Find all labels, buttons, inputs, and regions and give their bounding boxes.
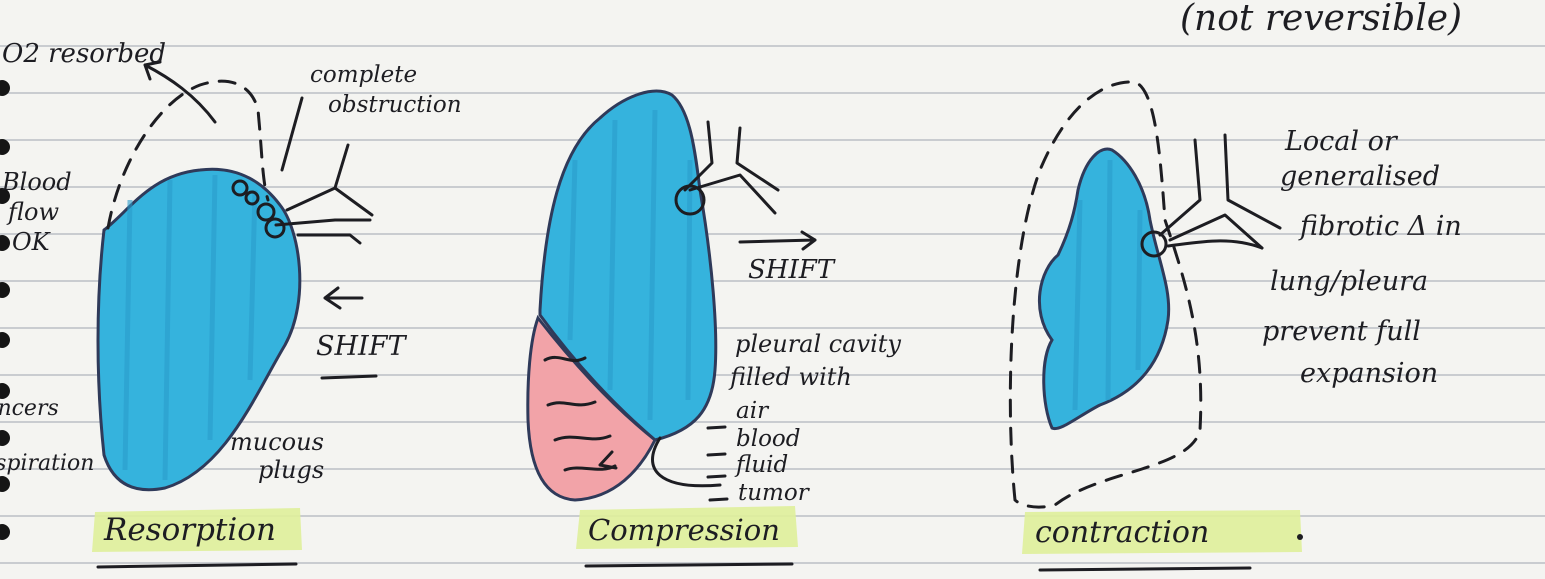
obstruction-label-line1: complete: [310, 62, 417, 88]
contraction-title-underline: [1040, 568, 1250, 570]
filler-tick-tumor: [710, 499, 727, 500]
mucous-label-line2: plugs: [258, 456, 324, 484]
blood-flow-line1: Blood: [1, 168, 72, 196]
contraction-panel: (not reversible) Local or generalised fi…: [1010, 0, 1462, 570]
resorption-panel: O2 resorbed complete obstruction Blood f…: [0, 39, 462, 567]
contraction-desc-line1: Local or: [1284, 126, 1399, 157]
contraction-desc-line5: prevent full: [1262, 316, 1421, 347]
contraction-pointer: [1168, 241, 1262, 248]
filler-air: air: [736, 398, 770, 424]
blood-flow-line2: flow: [6, 198, 59, 226]
shift-underline: [322, 376, 376, 378]
filler-tick-air: [708, 427, 725, 428]
compression-title: Compression: [588, 513, 780, 547]
resorption-shift-label: SHIFT: [316, 331, 407, 362]
filler-tumor: tumor: [738, 480, 811, 506]
resorption-title-underline: [98, 564, 296, 567]
filler-blood: blood: [736, 426, 801, 452]
o2-escape-arrow: [145, 62, 215, 122]
resorption-title: Resorption: [103, 512, 276, 548]
contraction-desc-line3: fibrotic Δ in: [1298, 211, 1462, 242]
blood-flow-line3: OK: [12, 228, 52, 256]
contraction-desc-line2: generalised: [1280, 161, 1440, 192]
mucous-label-line1: mucous: [230, 428, 324, 456]
contraction-desc-line6: expansion: [1300, 358, 1438, 389]
compression-panel: SHIFT pleural cavity filled with air blo…: [528, 91, 902, 566]
pleural-label-line2: filled with: [728, 363, 852, 391]
compression-title-underline: [586, 564, 792, 566]
aspiration-label: aspiration: [0, 451, 94, 476]
o2-resorbed-label: O2 resorbed: [2, 39, 166, 69]
contraction-lung: [1039, 149, 1168, 429]
contraction-desc-line4: lung/pleura: [1270, 266, 1428, 297]
period-dot: [1297, 534, 1303, 540]
compression-shift-label: SHIFT: [748, 255, 836, 285]
compression-shift-arrow: [740, 232, 815, 249]
contraction-title: contraction: [1035, 515, 1209, 550]
obstruction-label-line2: obstruction: [328, 92, 462, 118]
not-reversible-note: (not reversible): [1180, 0, 1462, 39]
cancers-label: cancers: [0, 396, 59, 421]
filler-fluid: fluid: [734, 452, 788, 478]
filler-tick-blood: [708, 454, 725, 455]
resorption-shift-arrow: [325, 288, 362, 308]
pleural-label-line1: pleural cavity: [735, 330, 901, 358]
filler-tick-fluid: [708, 476, 725, 477]
